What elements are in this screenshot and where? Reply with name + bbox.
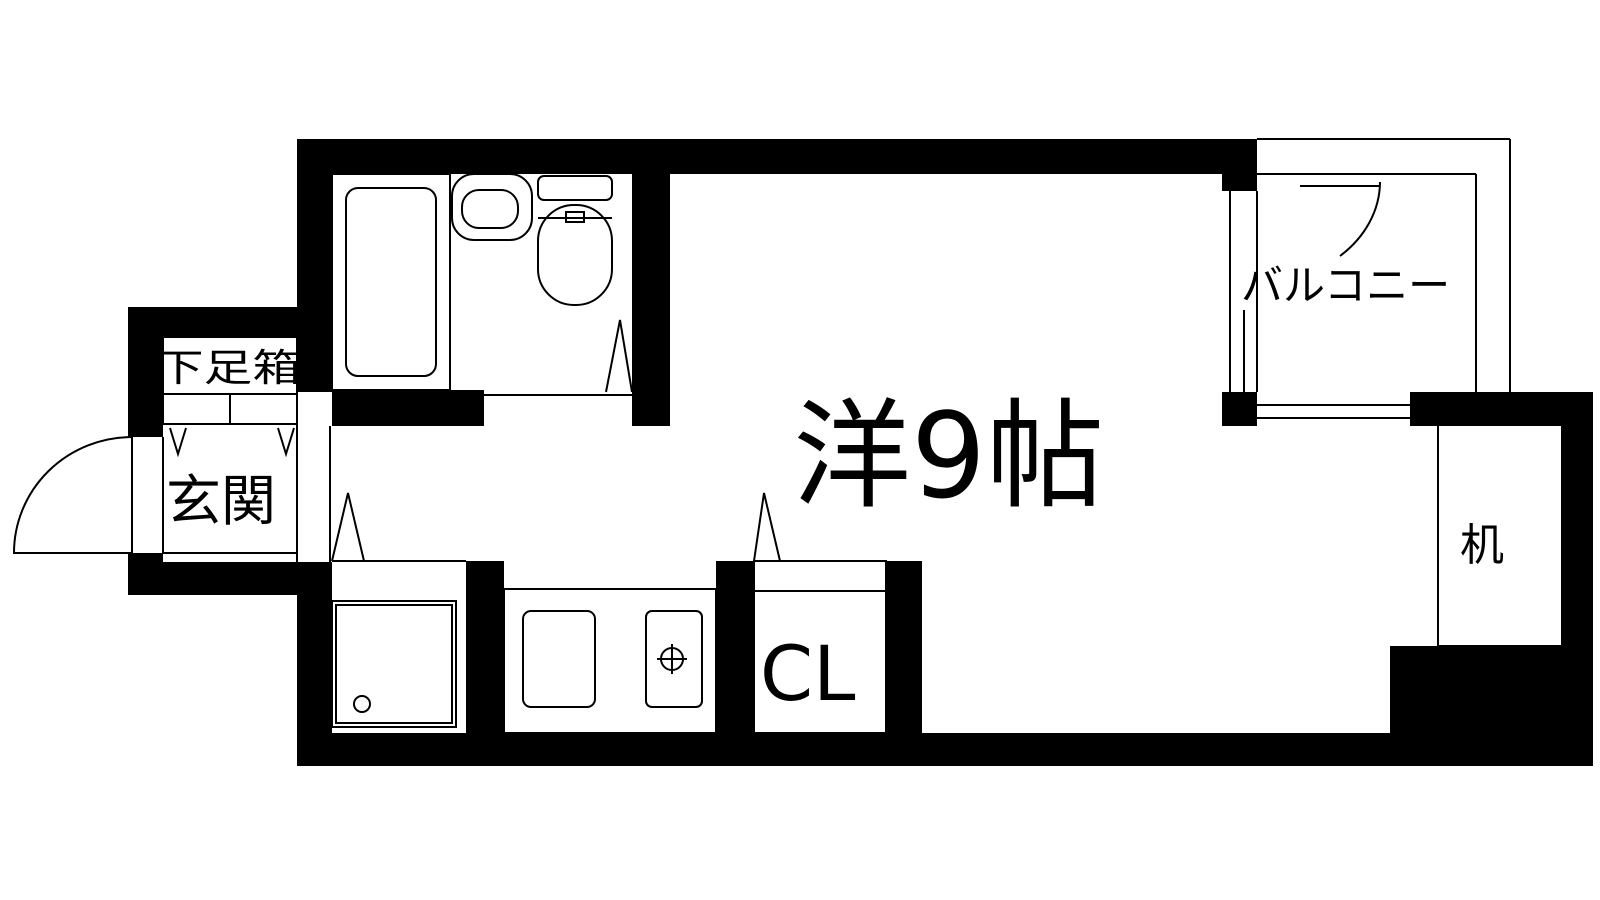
closet (753, 492, 887, 734)
stove (645, 610, 703, 708)
interior-walls (332, 174, 922, 733)
bathroom (331, 173, 633, 396)
balcony-label: バルコニー (1241, 261, 1450, 310)
desk-area (1437, 426, 1561, 647)
washing-machine-space (331, 600, 457, 728)
entrance-area (12, 336, 331, 562)
desk-label: 机 (1460, 520, 1504, 571)
kitchen (331, 492, 717, 734)
shoe-box (162, 336, 298, 395)
toilet-tank (537, 175, 613, 201)
front-door-swing (12, 436, 133, 554)
door-swing-mark-bath (605, 319, 633, 393)
kitchen-counter (503, 588, 717, 734)
washbasin (451, 173, 533, 241)
shoe-box-label: 下足箱 (155, 346, 301, 390)
bathtub (331, 173, 451, 391)
exterior-walls (128, 139, 1593, 766)
toilet-seat (537, 204, 613, 306)
closet-label: CL (760, 629, 855, 718)
balcony-window-swing (1339, 181, 1381, 257)
western-room-label: 洋9帖 (793, 387, 1104, 525)
balcony-area (1229, 138, 1511, 419)
entrance-label: 玄関 (166, 469, 276, 533)
sink (522, 610, 596, 708)
